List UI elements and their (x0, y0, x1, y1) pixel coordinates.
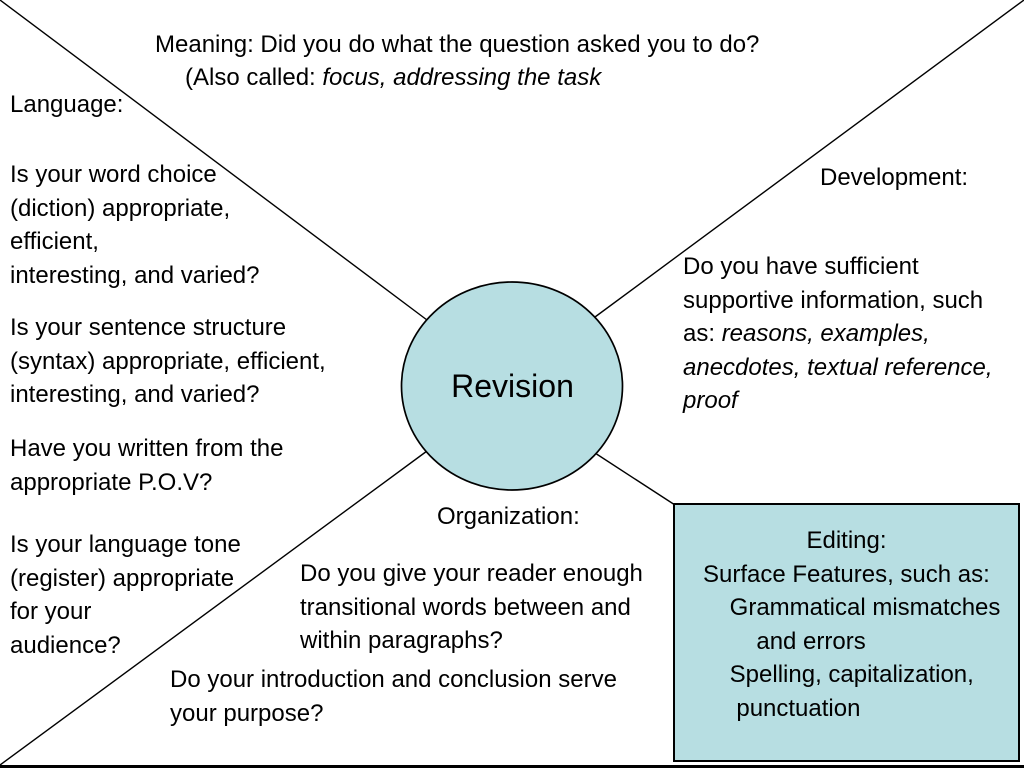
meaning-heading-line1: Meaning: Did you do what the question as… (155, 31, 760, 58)
meaning-line2-prefix: (Also called: (185, 64, 323, 91)
connector-editing-box-line (594, 452, 676, 506)
language-paragraph-tone: Is your language tone(register) appropri… (10, 531, 241, 659)
bottom-border-line (0, 765, 1024, 768)
editing-box: Editing: Surface Features, such as: Gram… (673, 503, 1020, 762)
language-paragraph-sentence-structure: Is your sentence structure(syntax) appro… (10, 314, 326, 408)
meaning-heading-line2: (Also called: focus, addressing the task (185, 61, 601, 95)
connector-top-right-line (594, 0, 1024, 318)
connector-top-left-line (0, 0, 428, 321)
language-label: Language: (10, 91, 124, 118)
organization-label: Organization: (437, 503, 580, 530)
connector-bottom-left-line (0, 450, 428, 766)
meaning-line2-italic: focus, addressing the task (322, 64, 602, 91)
revision-label-text: Revision (451, 368, 574, 404)
language-paragraph-word-choice: Is your word choice(diction) appropriate… (10, 161, 260, 289)
development-label: Development: (820, 164, 969, 191)
revision-circle (400, 281, 624, 491)
editing-text: Surface Features, such as: Grammatical m… (703, 560, 1001, 722)
editing-title: Editing: (806, 527, 887, 554)
revision-label: Revision (402, 282, 623, 490)
introduction-conclusion-text: Do your introduction and conclusion serv… (170, 666, 617, 727)
